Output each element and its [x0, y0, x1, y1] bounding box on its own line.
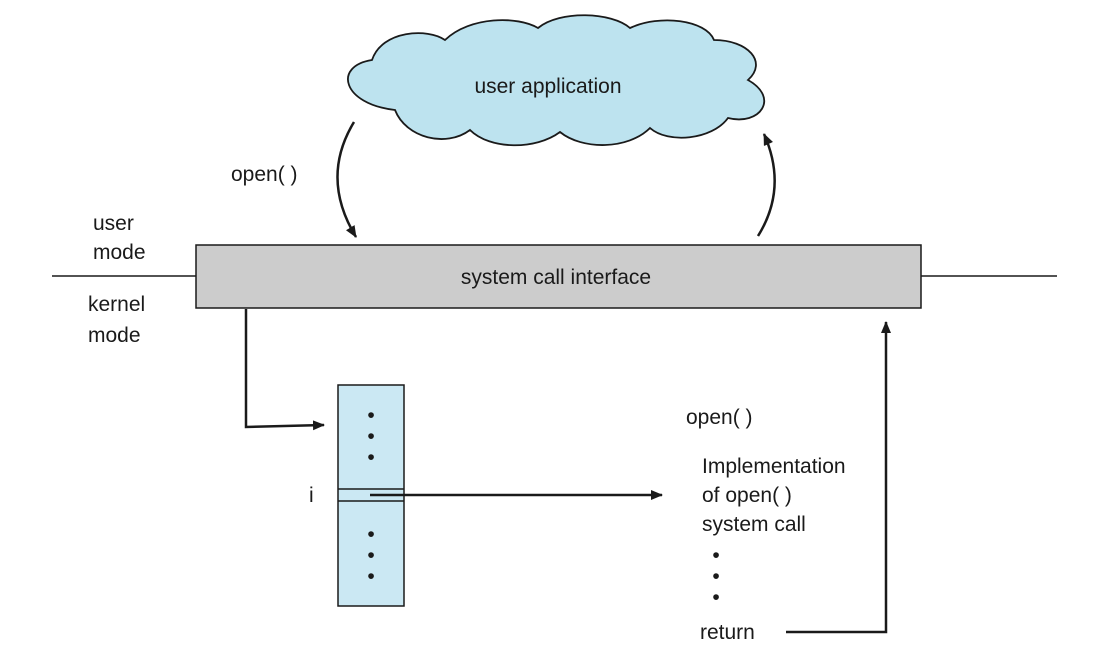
implementation-line-1: Implementation [702, 455, 846, 478]
table-ellipsis-lower-3: • [367, 565, 374, 588]
dispatch-arrow [244, 309, 325, 431]
table-ellipsis-upper-1: • [367, 404, 374, 427]
user-application-cloud: user application [347, 14, 766, 147]
call-label: open( ) [231, 163, 298, 186]
return-arrow [786, 321, 891, 634]
open-implementation: open( ) Implementation of open( ) system… [686, 406, 846, 644]
svg-text:mode: mode [88, 324, 141, 347]
return-label: return [700, 621, 755, 644]
implementation-title: open( ) [686, 406, 753, 429]
implementation-ellipsis-1: • [712, 544, 719, 567]
svg-text:user: user [93, 212, 134, 235]
svg-text:kernel: kernel [88, 293, 145, 316]
implementation-ellipsis-2: • [712, 565, 719, 588]
interface-rect [195, 244, 922, 309]
svg-text:mode: mode [93, 241, 146, 264]
implementation-line-2: of open( ) [702, 484, 792, 507]
table-ellipsis-lower-2: • [367, 544, 374, 567]
table-index-label: i [309, 484, 314, 507]
system-call-interface-box: system call interface [195, 244, 922, 309]
implementation-line-3: system call [702, 513, 806, 536]
table-ellipsis-upper-2: • [367, 425, 374, 448]
cloud-label: user application [474, 75, 621, 98]
implementation-ellipsis-3: • [712, 586, 719, 609]
call-arrow [336, 121, 358, 238]
user-mode-label: user mode [93, 212, 146, 264]
table-ellipsis-lower-1: • [367, 523, 374, 546]
table-ellipsis-upper-3: • [367, 446, 374, 469]
kernel-mode-label: kernel mode [88, 293, 145, 347]
cloud-shape [347, 14, 766, 147]
interface-label: system call interface [461, 266, 651, 289]
return-to-user-arrow [756, 133, 776, 237]
